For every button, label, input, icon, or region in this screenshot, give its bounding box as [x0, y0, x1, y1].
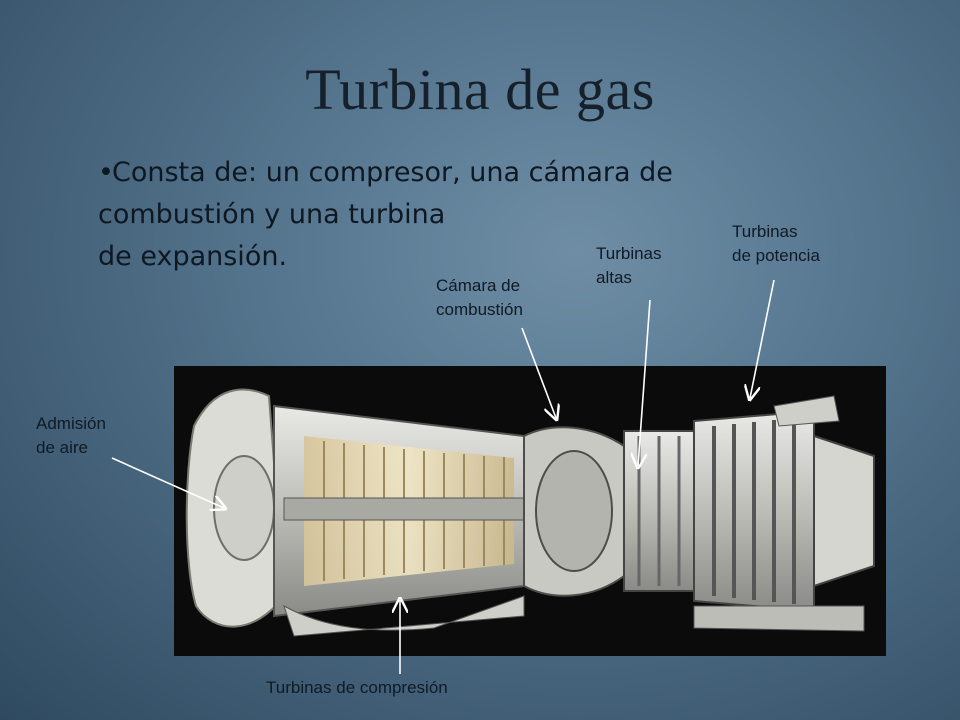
bullet-line-1-text: Consta de: un compresor, una cámara de	[112, 157, 673, 188]
gas-turbine-cutaway-image	[174, 366, 886, 656]
bullet-line-1: •Consta de: un compresor, una cámara de	[98, 152, 738, 194]
arrow-potencia	[750, 279, 775, 398]
arrow-camara	[521, 327, 556, 418]
bullet-marker: •	[98, 157, 114, 188]
label-turbinas-de-compresion: Turbinas de compresión	[266, 678, 448, 697]
label-admision-de-aire: Admisión de aire	[36, 414, 106, 457]
arrow-altas	[638, 299, 651, 466]
bullet-line-2: combustión y una turbina	[98, 199, 446, 230]
arrow-admision	[111, 457, 224, 508]
label-turbinas-de-potencia: Turbinas de potencia	[732, 222, 820, 265]
label-turbinas-altas: Turbinas altas	[596, 244, 662, 287]
label-camara-de-combustion: Cámara de combustión	[436, 276, 523, 319]
slide-title: Turbina de gas	[305, 57, 655, 122]
bullet-text: •Consta de: un compresor, una cámara de …	[98, 152, 738, 278]
bullet-line-3: de expansión.	[98, 241, 288, 272]
